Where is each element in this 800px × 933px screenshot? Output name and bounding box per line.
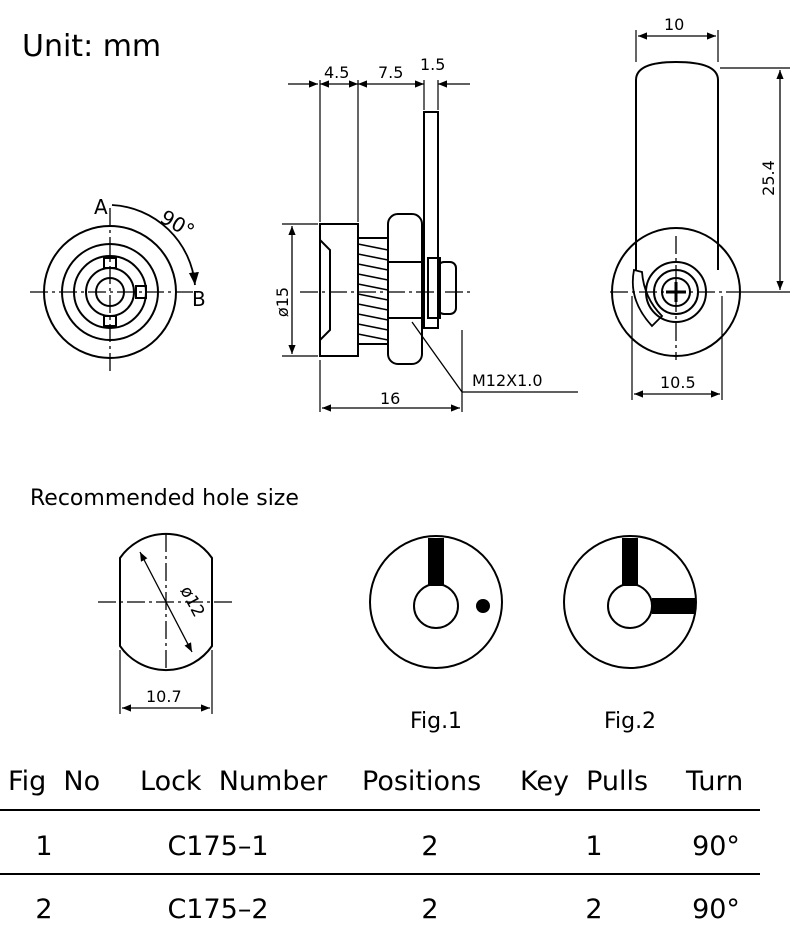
hole-diagram xyxy=(98,532,236,714)
back-view xyxy=(610,30,790,400)
label-a: A xyxy=(94,195,108,219)
fig-2-caption: Fig.2 xyxy=(604,709,656,734)
thread-callout: M12X1.0 xyxy=(472,371,543,390)
dim-height-25-4: 25.4 xyxy=(759,160,778,196)
table-cell: 90° xyxy=(692,831,740,862)
table-header-positions: Positions xyxy=(362,766,481,797)
dim-4-5: 4.5 xyxy=(324,63,349,82)
front-view xyxy=(30,204,199,372)
dim-width-10-5: 10.5 xyxy=(660,373,696,392)
dim-1-5: 1.5 xyxy=(420,55,445,74)
table-cell: 2 xyxy=(585,894,602,925)
table-cell: 2 xyxy=(35,894,52,925)
figure-1-diagram xyxy=(369,535,503,669)
table-header-fig-no: Fig No xyxy=(8,766,100,797)
table-cell: C175–1 xyxy=(167,831,268,862)
angle-label: 90° xyxy=(156,205,199,244)
lock-table: Fig No Lock Number Positions Key Pulls T… xyxy=(0,766,760,925)
table-header-turn: Turn xyxy=(685,766,743,797)
fig-1-caption: Fig.1 xyxy=(410,709,462,734)
dim-diameter-15: ø15 xyxy=(273,287,292,317)
dim-width-10: 10 xyxy=(664,15,684,34)
label-b: B xyxy=(192,287,206,311)
table-cell: 1 xyxy=(35,831,52,862)
table-cell: 90° xyxy=(692,894,740,925)
side-view xyxy=(282,80,578,412)
table-cell: 1 xyxy=(585,831,602,862)
table-cell: 2 xyxy=(421,894,438,925)
dim-length-16: 16 xyxy=(380,389,400,408)
table-cell: C175–2 xyxy=(167,894,268,925)
hole-width-label: 10.7 xyxy=(146,687,182,706)
dim-7-5: 7.5 xyxy=(378,63,403,82)
unit-label: Unit: mm xyxy=(22,29,161,64)
figure-2-diagram xyxy=(563,535,697,669)
table-header-lock-number: Lock Number xyxy=(140,766,328,797)
hole-section-title: Recommended hole size xyxy=(30,486,299,511)
table-header-key-pulls: Key Pulls xyxy=(520,766,648,797)
table-cell: 2 xyxy=(421,831,438,862)
